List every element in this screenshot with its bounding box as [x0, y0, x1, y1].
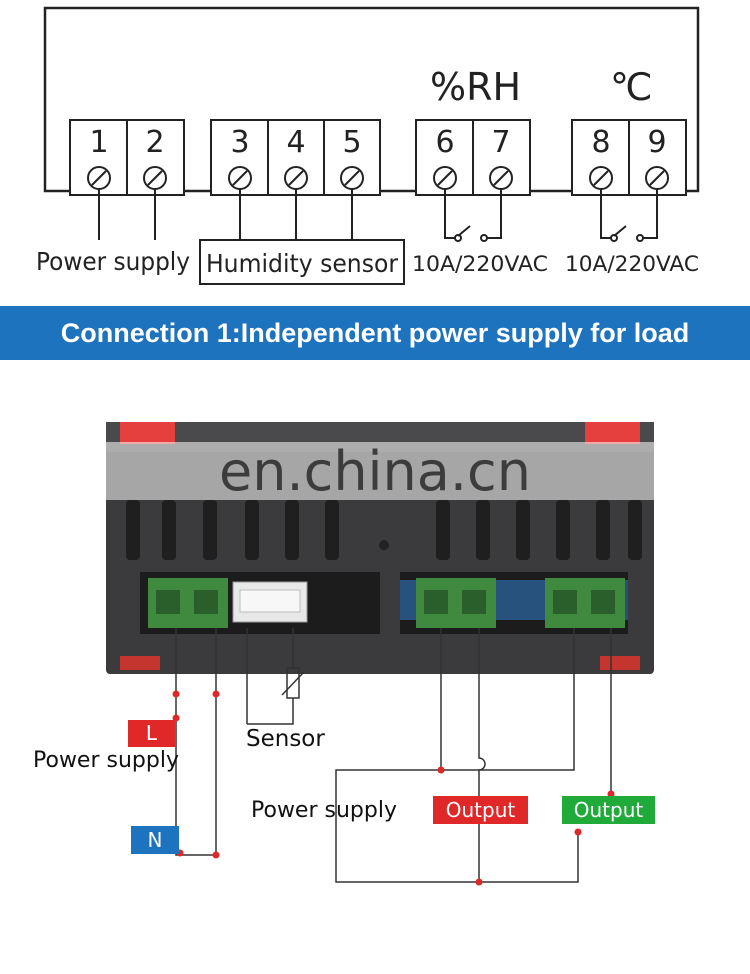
screw-icon: [143, 166, 167, 190]
humidity-sensor-label: Humidity sensor: [206, 249, 399, 278]
terminal-diagram: %RH ℃ 1 2 3 4 5 6 7 8 9: [36, 6, 700, 285]
screw-icon: [284, 166, 308, 190]
output-green-tag: Output: [562, 796, 655, 824]
screw-icon: [645, 166, 669, 190]
humidity-unit: %RH: [430, 65, 521, 109]
sensor-connector: [232, 581, 308, 623]
terminal-number-5: 5: [342, 125, 361, 160]
screw-icon: [589, 166, 613, 190]
red-tab: [120, 422, 175, 444]
power-supply-label: Power supply: [36, 247, 190, 276]
terminal-number-8: 8: [591, 125, 610, 160]
junction-dot: [172, 690, 615, 886]
watermark-band: [106, 442, 666, 500]
relay-rating-humidity: 10A/220VAC: [412, 252, 548, 276]
temperature-unit: ℃: [610, 65, 653, 109]
relay-rating-temperature: 10A/220VAC: [565, 252, 699, 276]
watermark-text: en.china.cn: [219, 440, 531, 503]
screw-icon: [87, 166, 111, 190]
screw-icon: [340, 166, 364, 190]
terminal-number-7: 7: [491, 125, 510, 160]
humidity-sensor-box: [199, 239, 405, 285]
terminal-number-2: 2: [145, 125, 164, 160]
terminal-block-humidity-relay: [416, 578, 496, 628]
sensor-label: Sensor: [246, 726, 325, 752]
terminal-number-9: 9: [647, 125, 666, 160]
power-supply-left-label: Power supply: [33, 748, 179, 773]
screw-icon: [489, 166, 513, 190]
terminal-block-power: [148, 578, 228, 628]
output-red-tag: Output: [433, 796, 528, 824]
connection-banner: Connection 1:Independent power supply fo…: [0, 306, 750, 360]
terminal-block-temperature-relay: [545, 578, 625, 628]
screw-icon: [433, 166, 457, 190]
wiring-illustration: en.china.cn: [106, 422, 666, 886]
terminal-number-4: 4: [286, 125, 305, 160]
red-tab: [585, 422, 640, 444]
terminal-number-3: 3: [230, 125, 249, 160]
screw-icon: [228, 166, 252, 190]
terminal-number-1: 1: [89, 125, 108, 160]
terminal-number-6: 6: [435, 125, 454, 160]
neutral-tag: N: [131, 826, 179, 854]
live-tag: L: [128, 720, 175, 747]
power-supply-right-label: Power supply: [251, 798, 397, 823]
